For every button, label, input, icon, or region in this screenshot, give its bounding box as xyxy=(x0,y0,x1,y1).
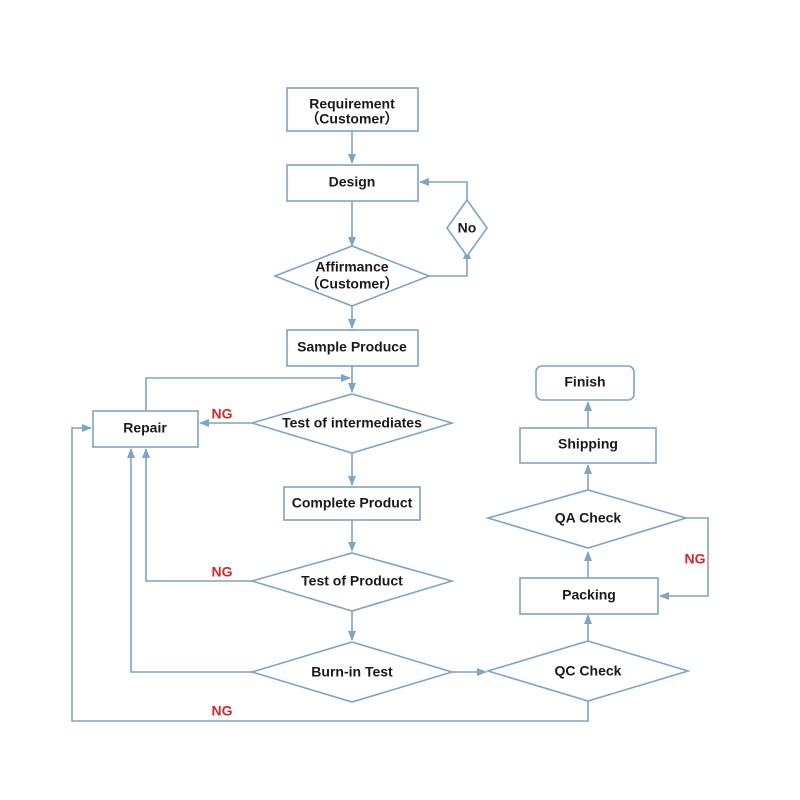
edge-test-product-ng-to-repair xyxy=(142,448,252,582)
decision-qc-check: QC Check xyxy=(485,640,691,702)
edge-no-to-design xyxy=(419,178,468,200)
edge-affirmance-to-no xyxy=(429,249,471,277)
node-design-label: Design xyxy=(329,174,376,190)
node-finish-label: Finish xyxy=(564,374,605,390)
ng-label-product: NG xyxy=(212,564,233,580)
connectors xyxy=(71,131,709,722)
node-packing-label: Packing xyxy=(562,587,616,603)
node-packing: Packing xyxy=(519,577,659,615)
decision-test-intermediates-label: Test of intermediates xyxy=(282,415,422,431)
decision-burn-in-label: Burn-in Test xyxy=(311,664,393,680)
ng-label-qc: NG xyxy=(212,703,233,719)
decision-no-label: No xyxy=(458,220,477,236)
node-requirement-line2: （Customer） xyxy=(305,111,398,127)
decision-test-intermediates: Test of intermediates xyxy=(249,393,455,454)
edge-qc-ng-to-repair xyxy=(71,424,589,722)
node-design: Design xyxy=(286,164,419,202)
decision-qa-check-label: QA Check xyxy=(555,510,622,526)
decision-affirmance: Affirmance （Customer） xyxy=(272,245,432,307)
node-finish: Finish xyxy=(535,365,635,401)
node-shipping: Shipping xyxy=(519,427,657,464)
ng-label-intermediates: NG xyxy=(212,406,233,422)
node-repair-label: Repair xyxy=(123,420,167,436)
node-requirement: Requirement （Customer） xyxy=(286,87,419,132)
decision-affirmance-line1: Affirmance xyxy=(315,259,388,275)
decision-test-product-label: Test of Product xyxy=(301,573,403,589)
decision-test-product: Test of Product xyxy=(249,552,455,612)
decision-qa-check: QA Check xyxy=(485,489,689,549)
node-shipping-label: Shipping xyxy=(558,436,618,452)
node-repair: Repair xyxy=(92,410,199,448)
decision-no: No xyxy=(446,198,488,258)
ng-label-qa: NG xyxy=(685,551,706,567)
decision-qc-check-label: QC Check xyxy=(555,663,622,679)
decision-affirmance-line2: （Customer） xyxy=(305,276,398,292)
node-complete-product: Complete Product xyxy=(283,486,421,521)
edge-repair-to-intermediates xyxy=(145,374,351,411)
node-sample-produce-label: Sample Produce xyxy=(297,339,407,355)
edge-qa-ng-to-packing xyxy=(659,517,709,600)
node-requirement-line1: Requirement xyxy=(309,96,395,112)
decision-burn-in: Burn-in Test xyxy=(249,641,455,703)
node-complete-product-label: Complete Product xyxy=(292,495,413,511)
edge-burn-in-ng-to-repair xyxy=(127,448,252,673)
node-sample-produce: Sample Produce xyxy=(286,329,419,367)
